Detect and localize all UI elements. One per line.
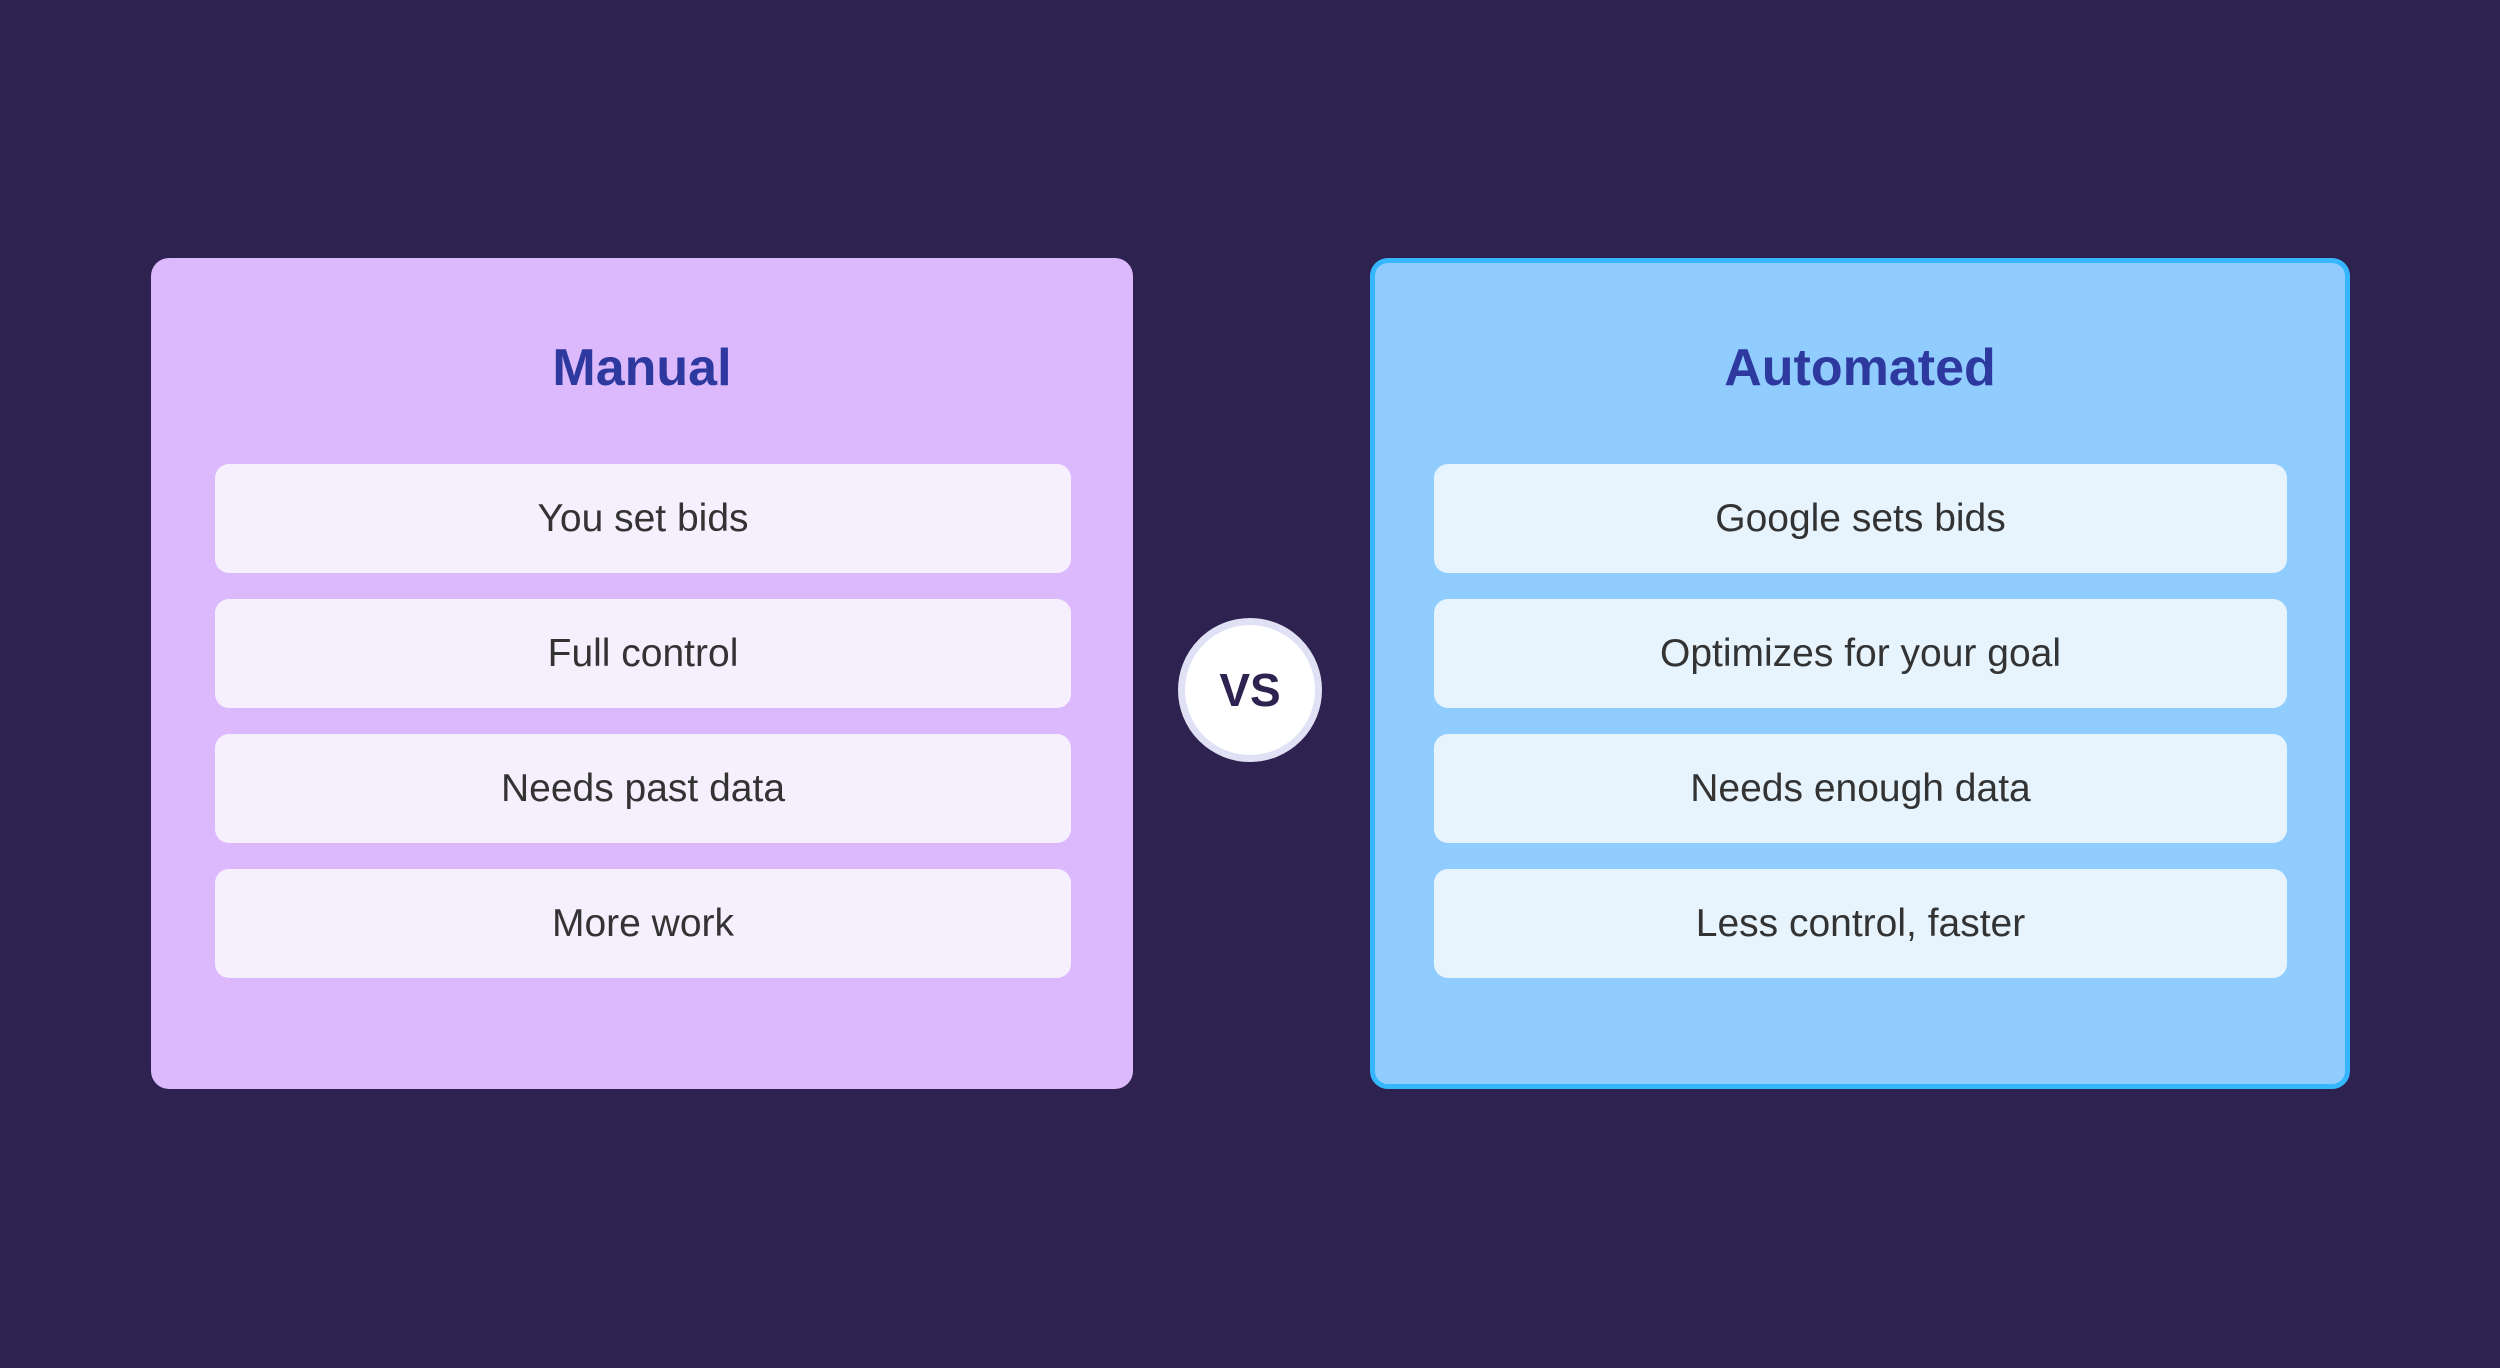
manual-item: You set bids	[215, 464, 1071, 573]
manual-card: Manual You set bids Full control Needs p…	[151, 258, 1133, 1089]
automated-item: Optimizes for your goal	[1434, 599, 2287, 708]
automated-item: Less control, faster	[1434, 869, 2287, 978]
automated-item: Google sets bids	[1434, 464, 2287, 573]
manual-item: More work	[215, 869, 1071, 978]
manual-title: Manual	[552, 339, 732, 397]
manual-item: Full control	[215, 599, 1071, 708]
vs-badge: VS	[1178, 618, 1322, 762]
automated-card: Automated Google sets bids Optimizes for…	[1370, 258, 2350, 1089]
automated-title: Automated	[1724, 339, 1996, 397]
manual-item: Needs past data	[215, 734, 1071, 843]
automated-item: Needs enough data	[1434, 734, 2287, 843]
